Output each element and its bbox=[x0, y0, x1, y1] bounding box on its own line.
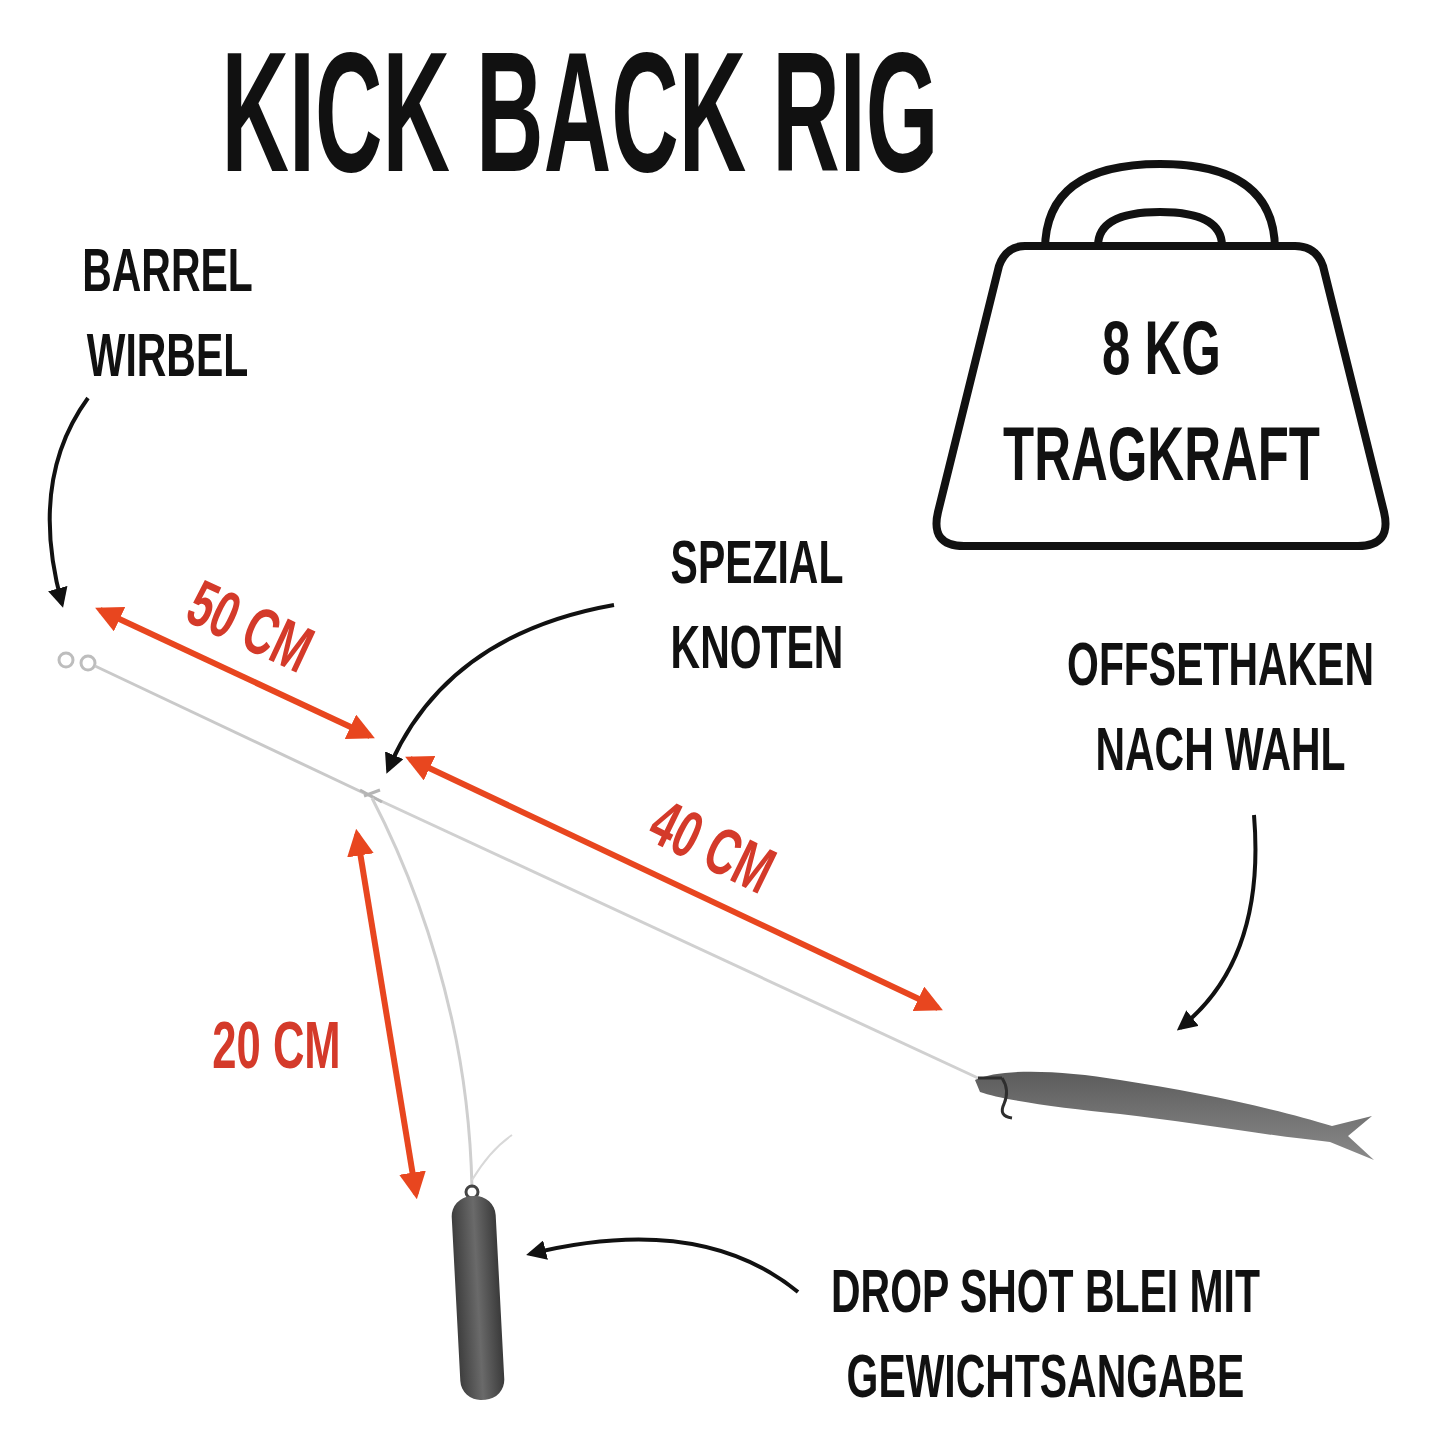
dimension-arrows bbox=[100, 610, 938, 1194]
callout-label: OFFSETHAKEN NACH WAHL bbox=[1065, 621, 1376, 792]
callout-label: BARREL WIRBEL bbox=[80, 227, 255, 398]
dimension-label: 40 CM bbox=[638, 787, 786, 904]
soft-lure bbox=[975, 1072, 1374, 1160]
callout-label: SPEZIAL KNOTEN bbox=[669, 519, 846, 690]
weight-icon: 8 KG TRAGKRAFT bbox=[930, 160, 1392, 552]
title: KICK BACK RIG bbox=[220, 27, 941, 197]
knot bbox=[360, 790, 382, 802]
dimension-label: 50 CM bbox=[176, 568, 324, 684]
tag-end bbox=[472, 1135, 512, 1180]
barrel-swivel bbox=[59, 653, 95, 670]
drop-shot-sinker bbox=[451, 1186, 506, 1401]
weight-label: 8 KG TRAGKRAFT bbox=[1001, 295, 1322, 508]
dimension-label: 20 CM bbox=[210, 1012, 343, 1078]
callout-label: DROP SHOT BLEI MIT GEWICHTSANGABE bbox=[828, 1248, 1262, 1419]
drop-line bbox=[372, 798, 472, 1188]
leader-line bbox=[95, 666, 368, 795]
